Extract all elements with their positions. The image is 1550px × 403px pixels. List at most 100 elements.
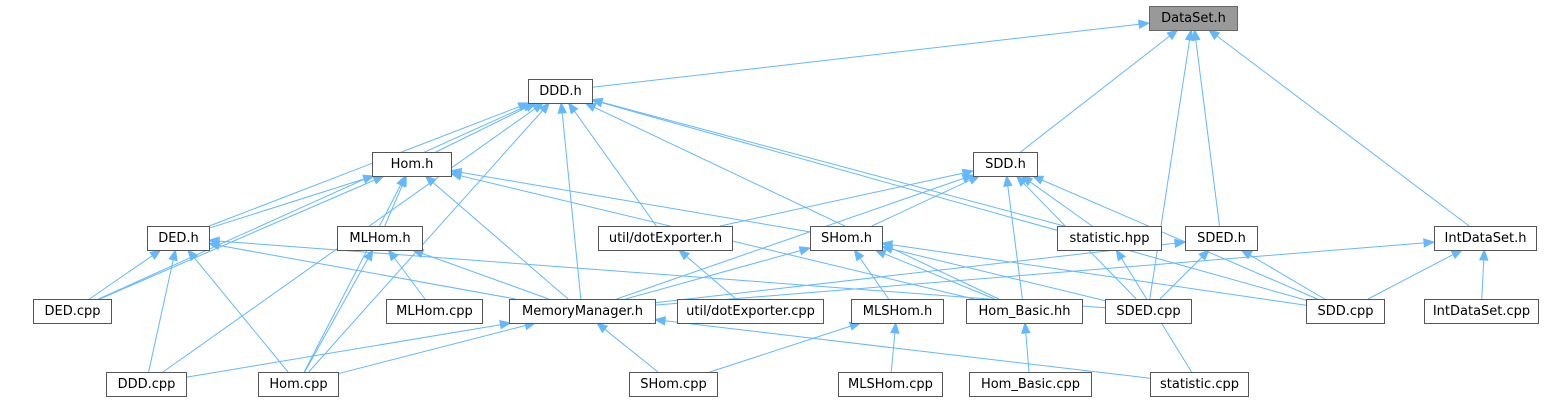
node-mlshom-cpp[interactable]: MLSHom.cpp	[838, 372, 943, 397]
edge-ded-h-to-ddd-h	[208, 102, 531, 227]
node-intdataset-h[interactable]: IntDataSet.h	[1434, 226, 1537, 251]
node-box	[147, 226, 210, 251]
edge-dotexporter-h-to-sdd-h	[719, 168, 975, 227]
node-label: SDD.h	[985, 157, 1026, 172]
edge-ddd-h-to-dataset-h	[591, 19, 1151, 88]
edge-memorymanager-h-to-sded-h	[654, 238, 1187, 304]
node-box	[337, 226, 423, 251]
edge-sdd-cpp-to-intdataset-h	[1367, 249, 1464, 300]
node-box	[258, 372, 339, 397]
node-label: MLSHom.h	[863, 304, 932, 319]
node-ddd-h[interactable]: DDD.h	[528, 79, 593, 104]
edge-shom-cpp-to-mlshom-h	[709, 321, 862, 373]
node-box	[598, 226, 733, 251]
node-hom-basic-cpp[interactable]: Hom_Basic.cpp	[969, 372, 1092, 397]
node-intdataset-cpp[interactable]: IntDataSet.cpp	[1424, 299, 1539, 324]
node-box	[973, 152, 1038, 177]
node-mlhom-h[interactable]: MLHom.h	[337, 226, 423, 251]
edge-sded-cpp-to-dataset-h	[1149, 28, 1195, 300]
node-ded-h[interactable]: DED.h	[147, 226, 210, 251]
node-shom-h[interactable]: SHom.h	[810, 226, 883, 251]
node-sded-h[interactable]: SDED.h	[1185, 226, 1258, 251]
node-dataset-h[interactable]: DataSet.h	[1149, 6, 1238, 31]
node-sdd-cpp[interactable]: SDD.cpp	[1306, 299, 1385, 324]
node-label: IntDataSet.cpp	[1433, 304, 1530, 319]
edge-ded-h-to-hom-h	[208, 174, 375, 229]
edge-sdd-cpp-to-ddd-h	[590, 98, 1307, 301]
node-box	[509, 299, 656, 324]
node-label: MLHom.cpp	[396, 304, 473, 319]
edge-sdd-h-to-dataset-h	[1020, 29, 1179, 153]
node-box	[1105, 299, 1192, 324]
node-box	[1424, 299, 1539, 324]
edge-ded-cpp-to-ded-h	[89, 249, 162, 300]
node-sded-cpp[interactable]: SDED.cpp	[1105, 299, 1192, 324]
node-sdd-h[interactable]: SDD.h	[973, 152, 1038, 177]
edge-ddd-cpp-to-memorymanager-h	[185, 320, 512, 378]
node-box	[677, 299, 824, 324]
node-box	[106, 372, 187, 397]
node-label: SHom.h	[821, 231, 872, 246]
edge-hom-basic-cpp-to-hom-basic-hh	[1021, 321, 1031, 373]
node-label: SDD.cpp	[1317, 304, 1373, 319]
node-box	[838, 372, 943, 397]
edge-sded-h-to-dataset-h	[1191, 28, 1220, 227]
node-label: Hom.cpp	[269, 377, 327, 392]
node-label: statistic.hpp	[1069, 231, 1149, 246]
node-label: MemoryManager.h	[522, 304, 643, 319]
node-box	[386, 299, 483, 324]
edge-memorymanager-h-to-shom-h	[625, 246, 812, 300]
edge-hom-basic-hh-to-ddd-h	[584, 102, 999, 300]
node-dotexporter-cpp[interactable]: util/dotExporter.cpp	[677, 299, 824, 324]
node-hom-basic-hh[interactable]: Hom_Basic.hh	[966, 299, 1083, 324]
node-shom-cpp[interactable]: SHom.cpp	[629, 372, 718, 397]
node-label: util/dotExporter.h	[609, 231, 722, 246]
edge-sdd-cpp-to-sded-h	[1240, 249, 1325, 300]
node-box	[966, 299, 1083, 324]
node-box	[33, 299, 112, 324]
edge-hom-cpp-to-memorymanager-h	[337, 321, 537, 375]
edge-layer	[89, 19, 1489, 379]
node-box	[528, 79, 593, 104]
edge-ded-cpp-to-ddd-h	[98, 102, 535, 300]
node-box	[629, 372, 718, 397]
node-label: Hom_Basic.cpp	[981, 377, 1080, 392]
node-statistic-cpp[interactable]: statistic.cpp	[1150, 372, 1249, 397]
edge-hom-cpp-to-ded-h	[187, 248, 289, 373]
node-label: DataSet.h	[1161, 11, 1226, 26]
node-ded-cpp[interactable]: DED.cpp	[33, 299, 112, 324]
edge-mlshom-h-to-shom-h	[853, 248, 890, 300]
node-box	[1434, 226, 1537, 251]
edge-memorymanager-h-to-ddd-h	[557, 101, 582, 300]
node-statistic-hpp[interactable]: statistic.hpp	[1057, 226, 1162, 251]
edge-sdd-cpp-to-shom-h	[880, 240, 1307, 306]
node-box	[1057, 226, 1162, 251]
edge-mlhom-cpp-to-mlhom-h	[387, 248, 426, 300]
node-box	[969, 372, 1092, 397]
node-box	[851, 299, 944, 324]
node-hom-cpp[interactable]: Hom.cpp	[258, 372, 339, 397]
node-label: Hom_Basic.hh	[979, 304, 1071, 319]
edge-statistic-cpp-to-memorymanager-h	[653, 316, 1151, 379]
node-memorymanager-h[interactable]: MemoryManager.h	[509, 299, 656, 324]
node-label: SHom.cpp	[640, 377, 706, 392]
node-mlshom-h[interactable]: MLSHom.h	[851, 299, 944, 324]
edge-hom-basic-hh-to-sdd-h	[1003, 174, 1023, 300]
node-ddd-cpp[interactable]: DDD.cpp	[106, 372, 187, 397]
edge-memorymanager-h-to-mlhom-h	[411, 249, 549, 300]
node-label: DDD.cpp	[118, 377, 176, 392]
node-dotexporter-h[interactable]: util/dotExporter.h	[598, 226, 733, 251]
node-hom-h[interactable]: Hom.h	[372, 152, 452, 177]
edge-sded-cpp-to-ded-h	[207, 236, 1106, 309]
node-label: DED.h	[158, 231, 199, 246]
node-label: statistic.cpp	[1160, 377, 1239, 392]
node-mlhom-cpp[interactable]: MLHom.cpp	[386, 299, 483, 324]
node-box	[1185, 226, 1258, 251]
edge-intdataset-cpp-to-intdataset-h	[1479, 248, 1489, 300]
edge-dotexporter-cpp-to-dotexporter-h	[677, 249, 737, 300]
node-label: SDED.h	[1197, 231, 1246, 246]
node-box	[372, 152, 452, 177]
node-label: Hom.h	[391, 157, 434, 172]
